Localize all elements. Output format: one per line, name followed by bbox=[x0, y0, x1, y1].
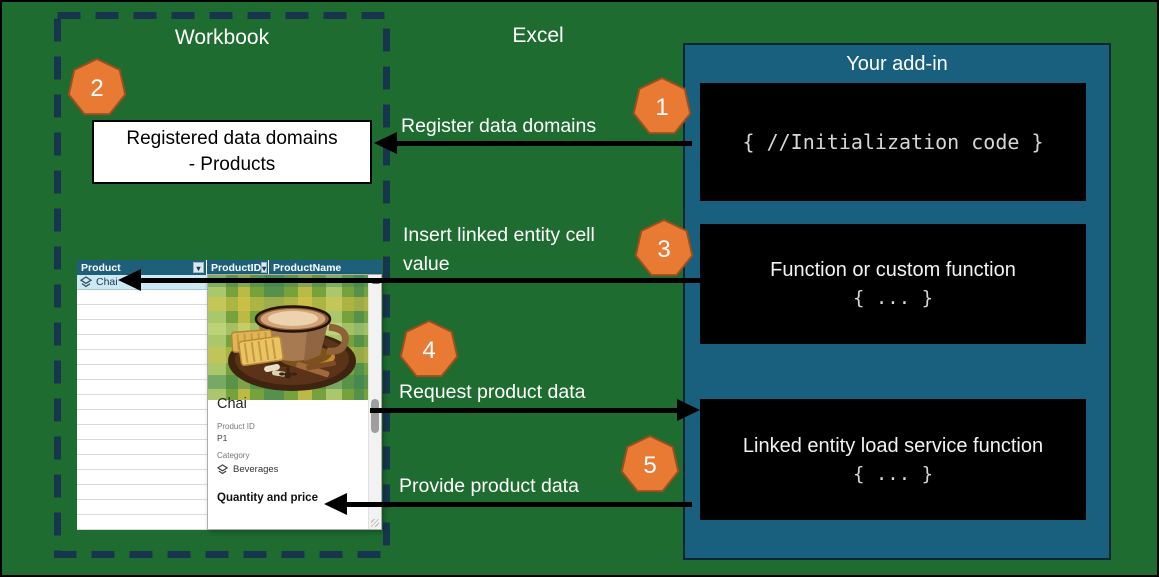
insert-arrow-head bbox=[118, 269, 141, 291]
cell-value: Chai bbox=[96, 276, 118, 288]
step-badge-4: 4 bbox=[399, 319, 459, 378]
load-box-title: Linked entity load service function bbox=[742, 434, 1044, 457]
load-service-code-box: Linked entity load service function { ..… bbox=[700, 399, 1086, 520]
insert-label-line1: Insert linked entity cell bbox=[403, 224, 595, 246]
product-header-label: Product bbox=[81, 261, 121, 274]
request-product-data-label: Request product data bbox=[399, 381, 586, 403]
registered-box-line1: Registered data domains bbox=[126, 128, 338, 149]
card-scrollbar bbox=[368, 275, 381, 529]
register-arrow bbox=[395, 141, 692, 146]
badge-number: 2 bbox=[90, 75, 103, 102]
card-product-id-value: P1 bbox=[217, 433, 228, 443]
column-header-productname: ProductName bbox=[269, 260, 382, 275]
step-badge-3: 3 bbox=[634, 218, 694, 277]
load-box-code: { ... } bbox=[852, 462, 934, 485]
registered-box-line2: - Products bbox=[188, 154, 276, 175]
function-code-box: Function or custom function { ... } bbox=[700, 224, 1086, 344]
registered-data-domains-box: Registered data domains - Products bbox=[92, 120, 372, 184]
filter-dropdown-icon: ▾ bbox=[193, 262, 204, 273]
provide-product-data-label: Provide product data bbox=[399, 475, 579, 497]
linked-entity-icon bbox=[217, 464, 228, 475]
chai-product-photo bbox=[208, 275, 369, 400]
card-product-id-label: Product ID bbox=[217, 422, 255, 431]
card-category-label: Category bbox=[217, 451, 250, 460]
request-arrow bbox=[370, 408, 679, 413]
insert-linked-entity-label: Insert linked entity cell value bbox=[403, 221, 595, 279]
card-title: Chai bbox=[217, 396, 247, 412]
card-category-row: Beverages bbox=[217, 464, 278, 475]
badge-number: 1 bbox=[655, 94, 668, 121]
step-badge-2: 2 bbox=[67, 57, 127, 116]
table-header-row: Product ▾ ProductID ▾ ProductName bbox=[77, 260, 382, 275]
provide-arrow bbox=[345, 502, 692, 507]
insert-label-line2: value bbox=[403, 253, 450, 275]
request-arrow-head bbox=[677, 399, 700, 421]
filter-dropdown-icon: ▾ bbox=[261, 262, 268, 273]
workbook-title: Workbook bbox=[174, 26, 270, 49]
register-data-domains-label: Register data domains bbox=[401, 115, 597, 137]
initialization-code-box: { //Initialization code } bbox=[700, 83, 1086, 201]
provide-arrow-head bbox=[324, 493, 347, 515]
function-box-code: { ... } bbox=[852, 287, 934, 309]
step-badge-5: 5 bbox=[620, 434, 680, 493]
register-arrow-head bbox=[374, 132, 397, 154]
badge-number: 5 bbox=[643, 452, 656, 479]
productname-header-label: ProductName bbox=[273, 261, 342, 274]
function-box-title: Function or custom function bbox=[770, 259, 1016, 281]
empty-grid-rows bbox=[77, 290, 208, 530]
entity-card: Chai Product ID P1 Category Beverages Qu… bbox=[207, 274, 382, 530]
badge-number: 3 bbox=[657, 236, 670, 263]
excel-title: Excel bbox=[512, 24, 564, 47]
linked-entity-icon bbox=[80, 276, 92, 288]
addin-title: Your add-in bbox=[846, 53, 948, 75]
step-badge-1: 1 bbox=[632, 76, 692, 135]
productid-header-label: ProductID bbox=[211, 261, 262, 274]
column-header-productid: ProductID ▾ bbox=[207, 260, 269, 275]
initialization-code-text: { //Initialization code } bbox=[742, 130, 1044, 154]
workbook-boundary bbox=[54, 12, 390, 558]
card-category-value: Beverages bbox=[233, 464, 279, 475]
column-header-product: Product ▾ bbox=[77, 260, 207, 275]
insert-arrow bbox=[139, 278, 700, 283]
badge-number: 4 bbox=[422, 337, 435, 364]
scrollbar-thumb bbox=[371, 399, 379, 433]
card-section-heading: Quantity and price bbox=[217, 492, 318, 504]
resize-grip-icon bbox=[371, 519, 379, 527]
